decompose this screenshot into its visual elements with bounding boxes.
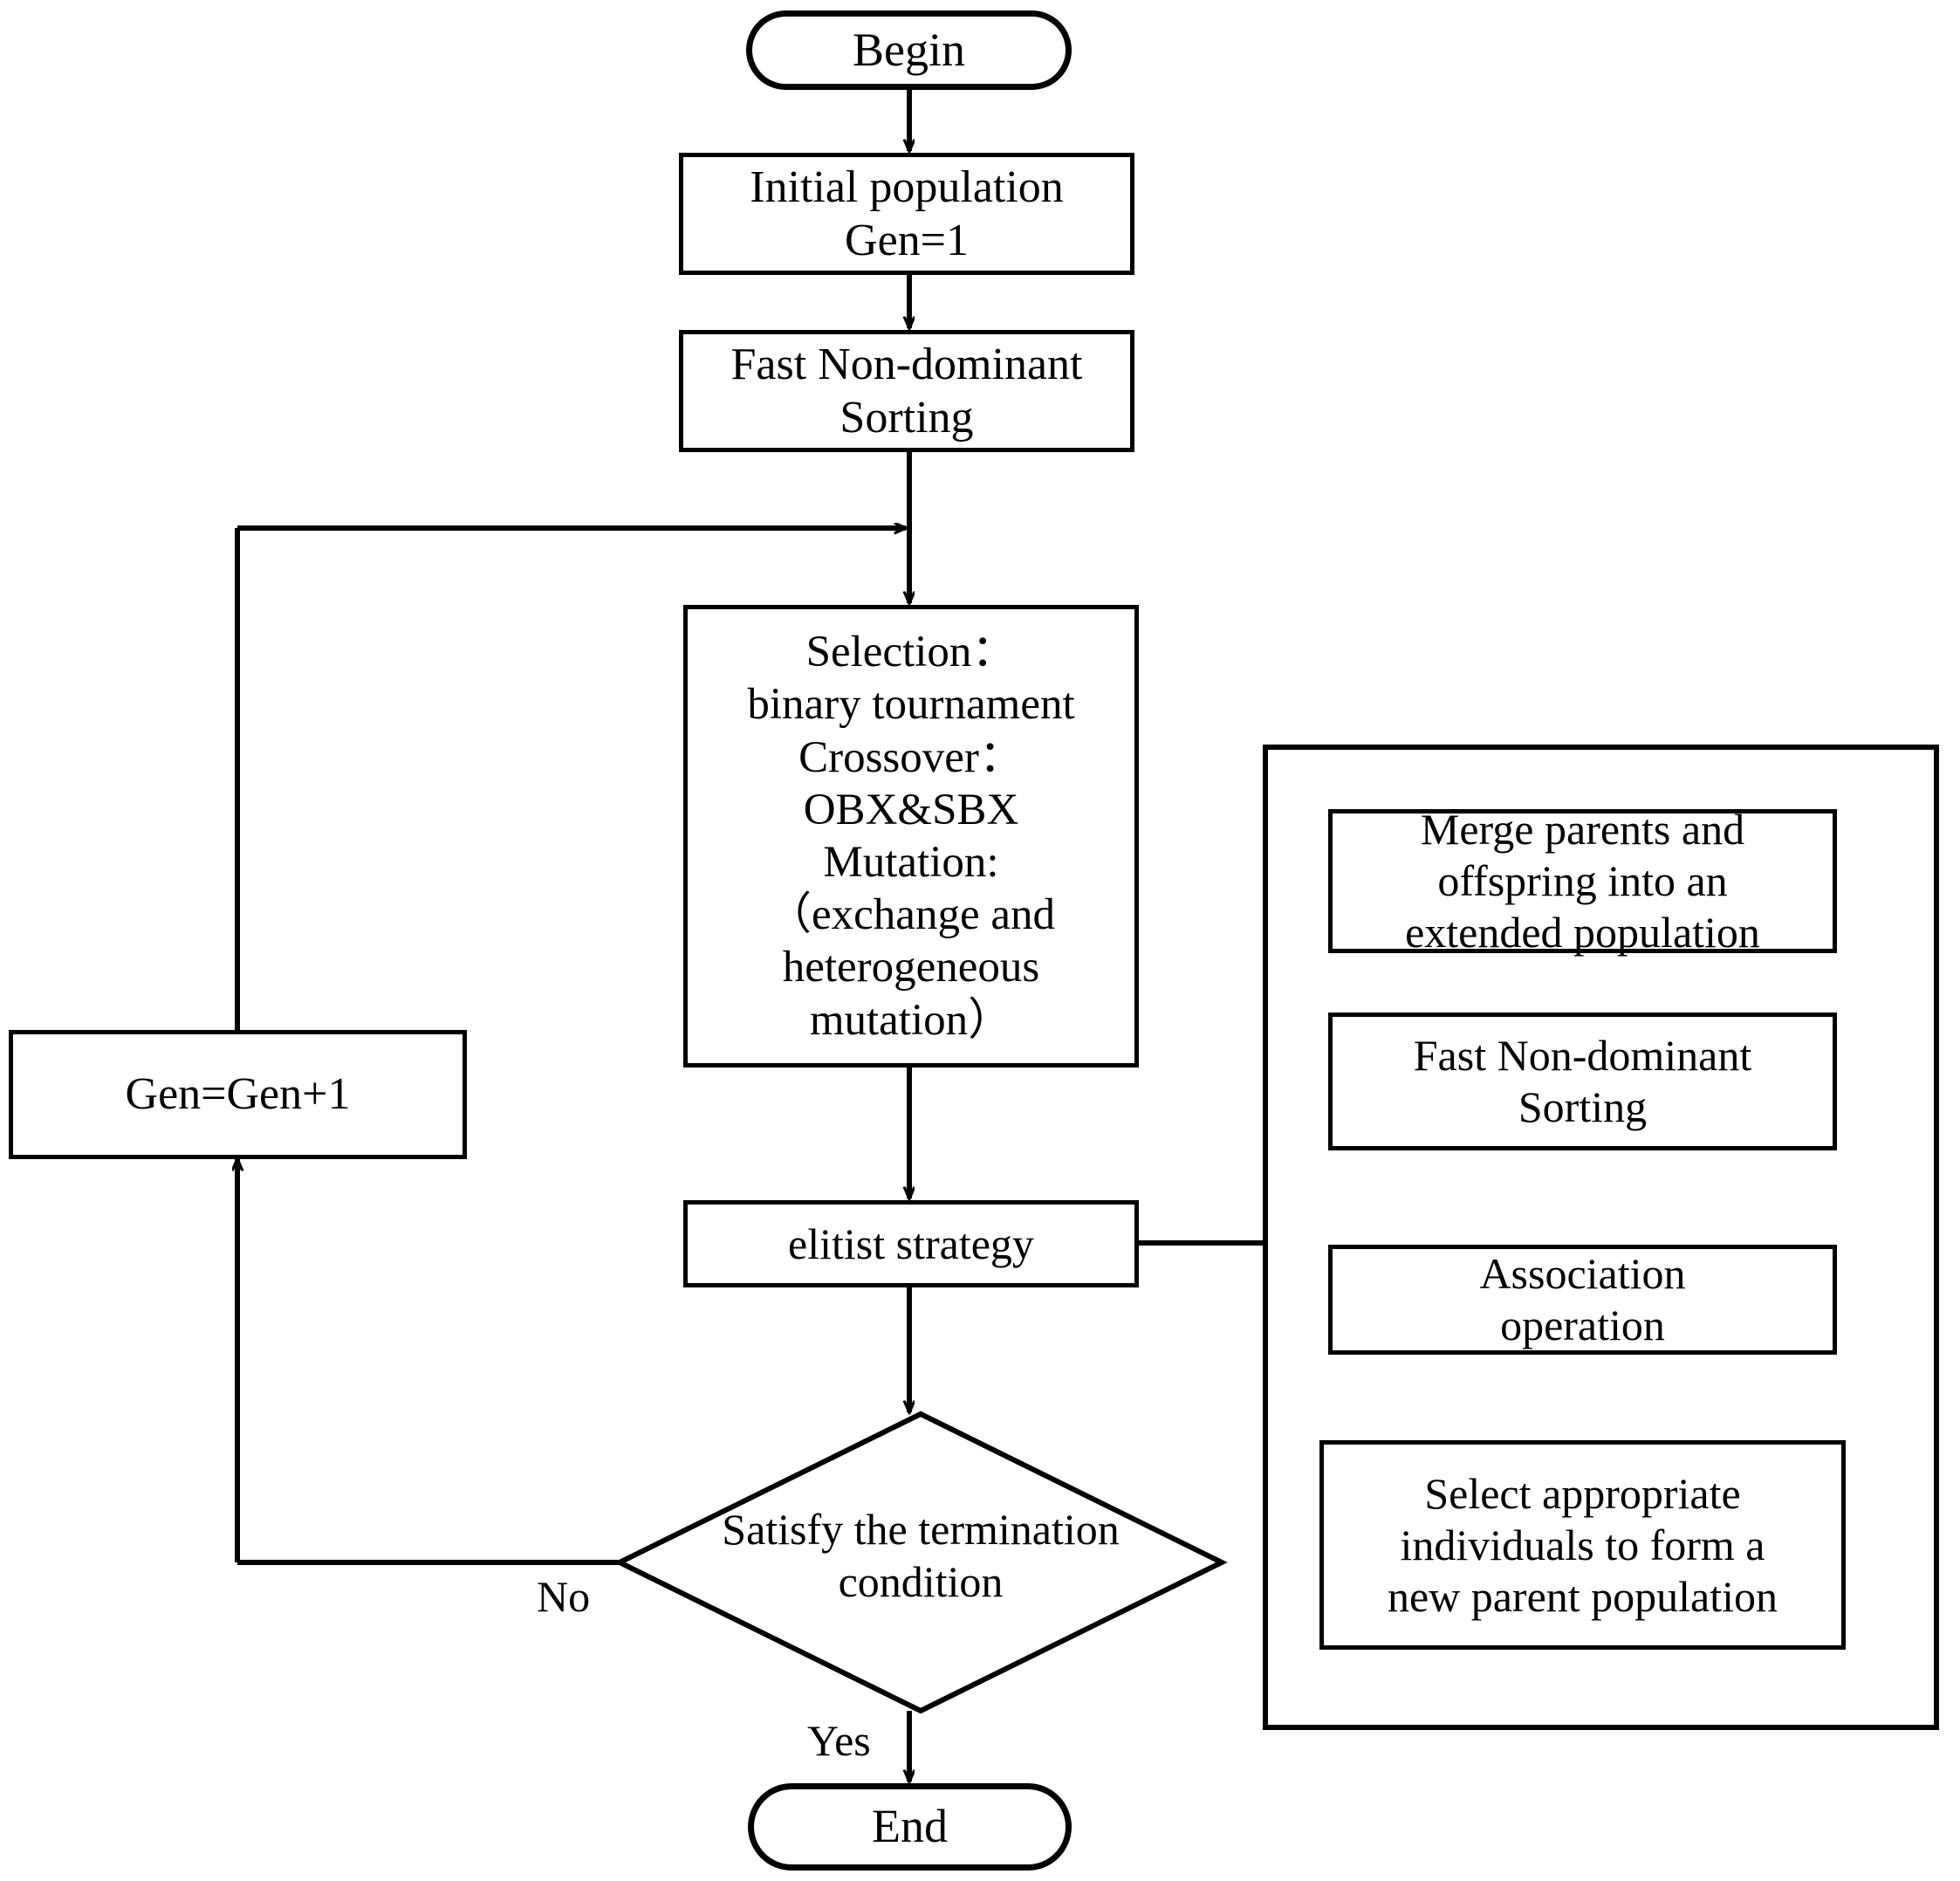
- fast-sorting-line2: Sorting: [840, 393, 974, 443]
- elitist-strategy-node[interactable]: elitist strategy: [683, 1200, 1139, 1287]
- association-line2: operation: [1500, 1301, 1665, 1349]
- operators-line-crossover: Crossover：: [798, 732, 1024, 782]
- begin-node[interactable]: Begin: [746, 10, 1072, 90]
- operators-line-heterogeneous: heterogeneous: [782, 943, 1040, 992]
- edge-label-yes: Yes: [807, 1716, 871, 1765]
- initial-population-node[interactable]: Initial population Gen=1: [679, 153, 1134, 275]
- association-line1: Association: [1479, 1249, 1686, 1298]
- merge-line3: extended population: [1405, 908, 1760, 957]
- operators-line-obx-sbx: OBX&SBX: [803, 785, 1019, 834]
- operators-line-selection: Selection：: [805, 628, 1017, 677]
- gen-increment-node[interactable]: Gen=Gen+1: [9, 1030, 467, 1159]
- termination-decision-text: Satisfy the termination condition: [615, 1503, 1226, 1608]
- termination-line2: condition: [838, 1557, 1004, 1606]
- initial-population-line1: Initial population: [750, 161, 1064, 212]
- panel-step-merge[interactable]: Merge parents and offspring into an exte…: [1328, 805, 1837, 957]
- select-line3: new parent population: [1387, 1571, 1778, 1621]
- panel-step-select-individuals[interactable]: Select appropriate individuals to form a…: [1319, 1440, 1846, 1650]
- gen-increment-label: Gen=Gen+1: [125, 1069, 351, 1120]
- panel-step-fast-sorting[interactable]: Fast Non-dominant Sorting: [1328, 1013, 1837, 1150]
- end-node[interactable]: End: [748, 1783, 1072, 1871]
- end-label: End: [872, 1800, 948, 1853]
- termination-line1: Satisfy the termination: [722, 1505, 1120, 1554]
- elitist-strategy-label: elitist strategy: [788, 1219, 1034, 1268]
- panel-sorting-line1: Fast Non-dominant: [1413, 1031, 1752, 1080]
- operators-line-binary-tournament: binary tournament: [747, 680, 1075, 730]
- fast-nondominant-sorting-node[interactable]: Fast Non-dominant Sorting: [679, 330, 1134, 452]
- panel-sorting-line2: Sorting: [1518, 1082, 1648, 1131]
- panel-step-association[interactable]: Association operation: [1328, 1245, 1837, 1355]
- merge-line2: offspring into an: [1437, 856, 1728, 905]
- select-line1: Select appropriate: [1424, 1468, 1741, 1518]
- begin-label: Begin: [853, 23, 965, 76]
- merge-line1: Merge parents and: [1420, 805, 1745, 854]
- fast-sorting-line1: Fast Non-dominant: [730, 339, 1083, 389]
- genetic-operators-node[interactable]: Selection： binary tournament Crossover： …: [683, 605, 1139, 1068]
- operators-line-mutation: Mutation:: [823, 838, 999, 887]
- initial-population-line2: Gen=1: [845, 216, 969, 265]
- operators-line-mutation-close: mutation）: [809, 995, 1013, 1045]
- edge-label-no: No: [537, 1572, 591, 1621]
- select-line2: individuals to form a: [1400, 1520, 1765, 1569]
- operators-line-exchange: （exchange and: [767, 890, 1055, 940]
